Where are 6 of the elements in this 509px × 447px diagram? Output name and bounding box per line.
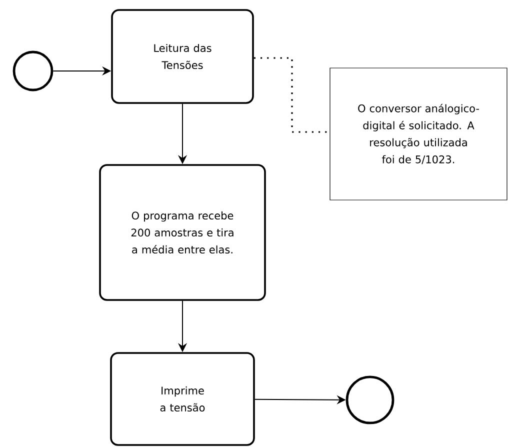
task-box: O programa recebe 200 amostras e tira a média entre elas.	[99, 164, 266, 301]
task-box: Imprime a tensão	[110, 352, 255, 446]
task-box: Leitura das Tensões	[111, 9, 254, 104]
event-circle	[12, 50, 54, 92]
event-circle	[346, 376, 394, 424]
annotation-box: O conversor análogico-digital é solicitado. A resolução utilizada foi de 5/1023.	[330, 68, 508, 200]
